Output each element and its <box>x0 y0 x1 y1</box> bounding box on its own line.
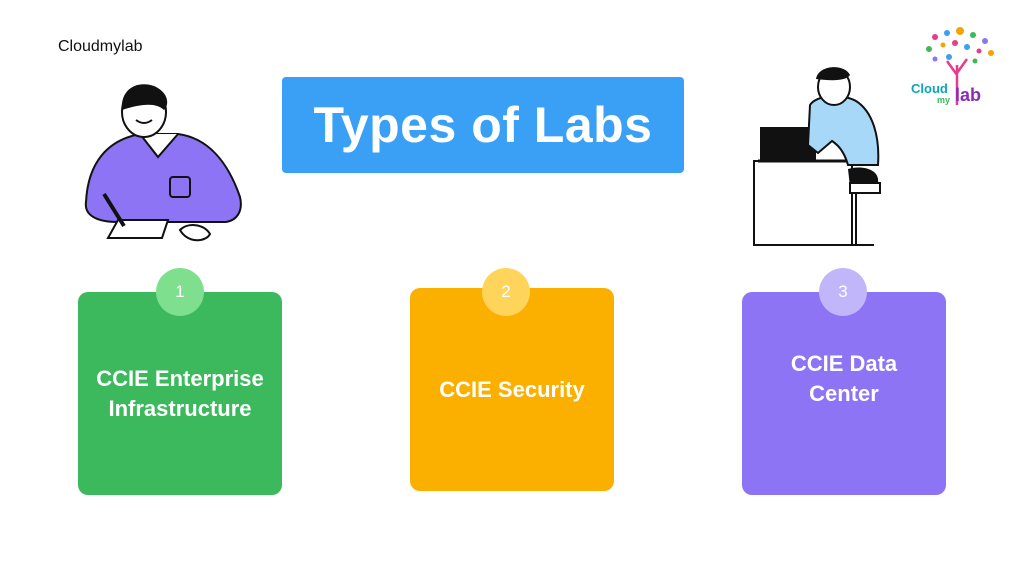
lab-card-label: CCIE Data Center <box>790 350 898 406</box>
lab-card-label: CCIE Enterprise Infrastructure <box>96 365 264 421</box>
logo-word-cloud: Cloud <box>911 81 948 96</box>
logo-tree-icon <box>926 27 994 105</box>
logo-word-lab: lab <box>955 85 982 105</box>
lab-card-label: CCIE Security <box>439 376 585 402</box>
cloudmylab-logo: Cloud my lab <box>905 25 1005 110</box>
man-writing-illustration <box>84 84 242 242</box>
lab-card-enterprise: CCIE Enterprise Infrastructure <box>78 292 282 495</box>
title-banner: Types of Labs <box>282 77 684 173</box>
lab-card-badge-2: 2 <box>482 268 530 316</box>
lab-card-datacenter: CCIE Data Center <box>742 292 946 495</box>
page-title: Types of Labs <box>313 97 653 153</box>
logo-word-my: my <box>937 95 951 105</box>
brand-name: Cloudmylab <box>58 38 143 55</box>
lab-card-badge-3: 3 <box>819 268 867 316</box>
man-laptop-illustration <box>753 67 881 246</box>
lab-card-security: CCIE Security <box>410 288 614 491</box>
lab-card-badge-1: 1 <box>156 268 204 316</box>
